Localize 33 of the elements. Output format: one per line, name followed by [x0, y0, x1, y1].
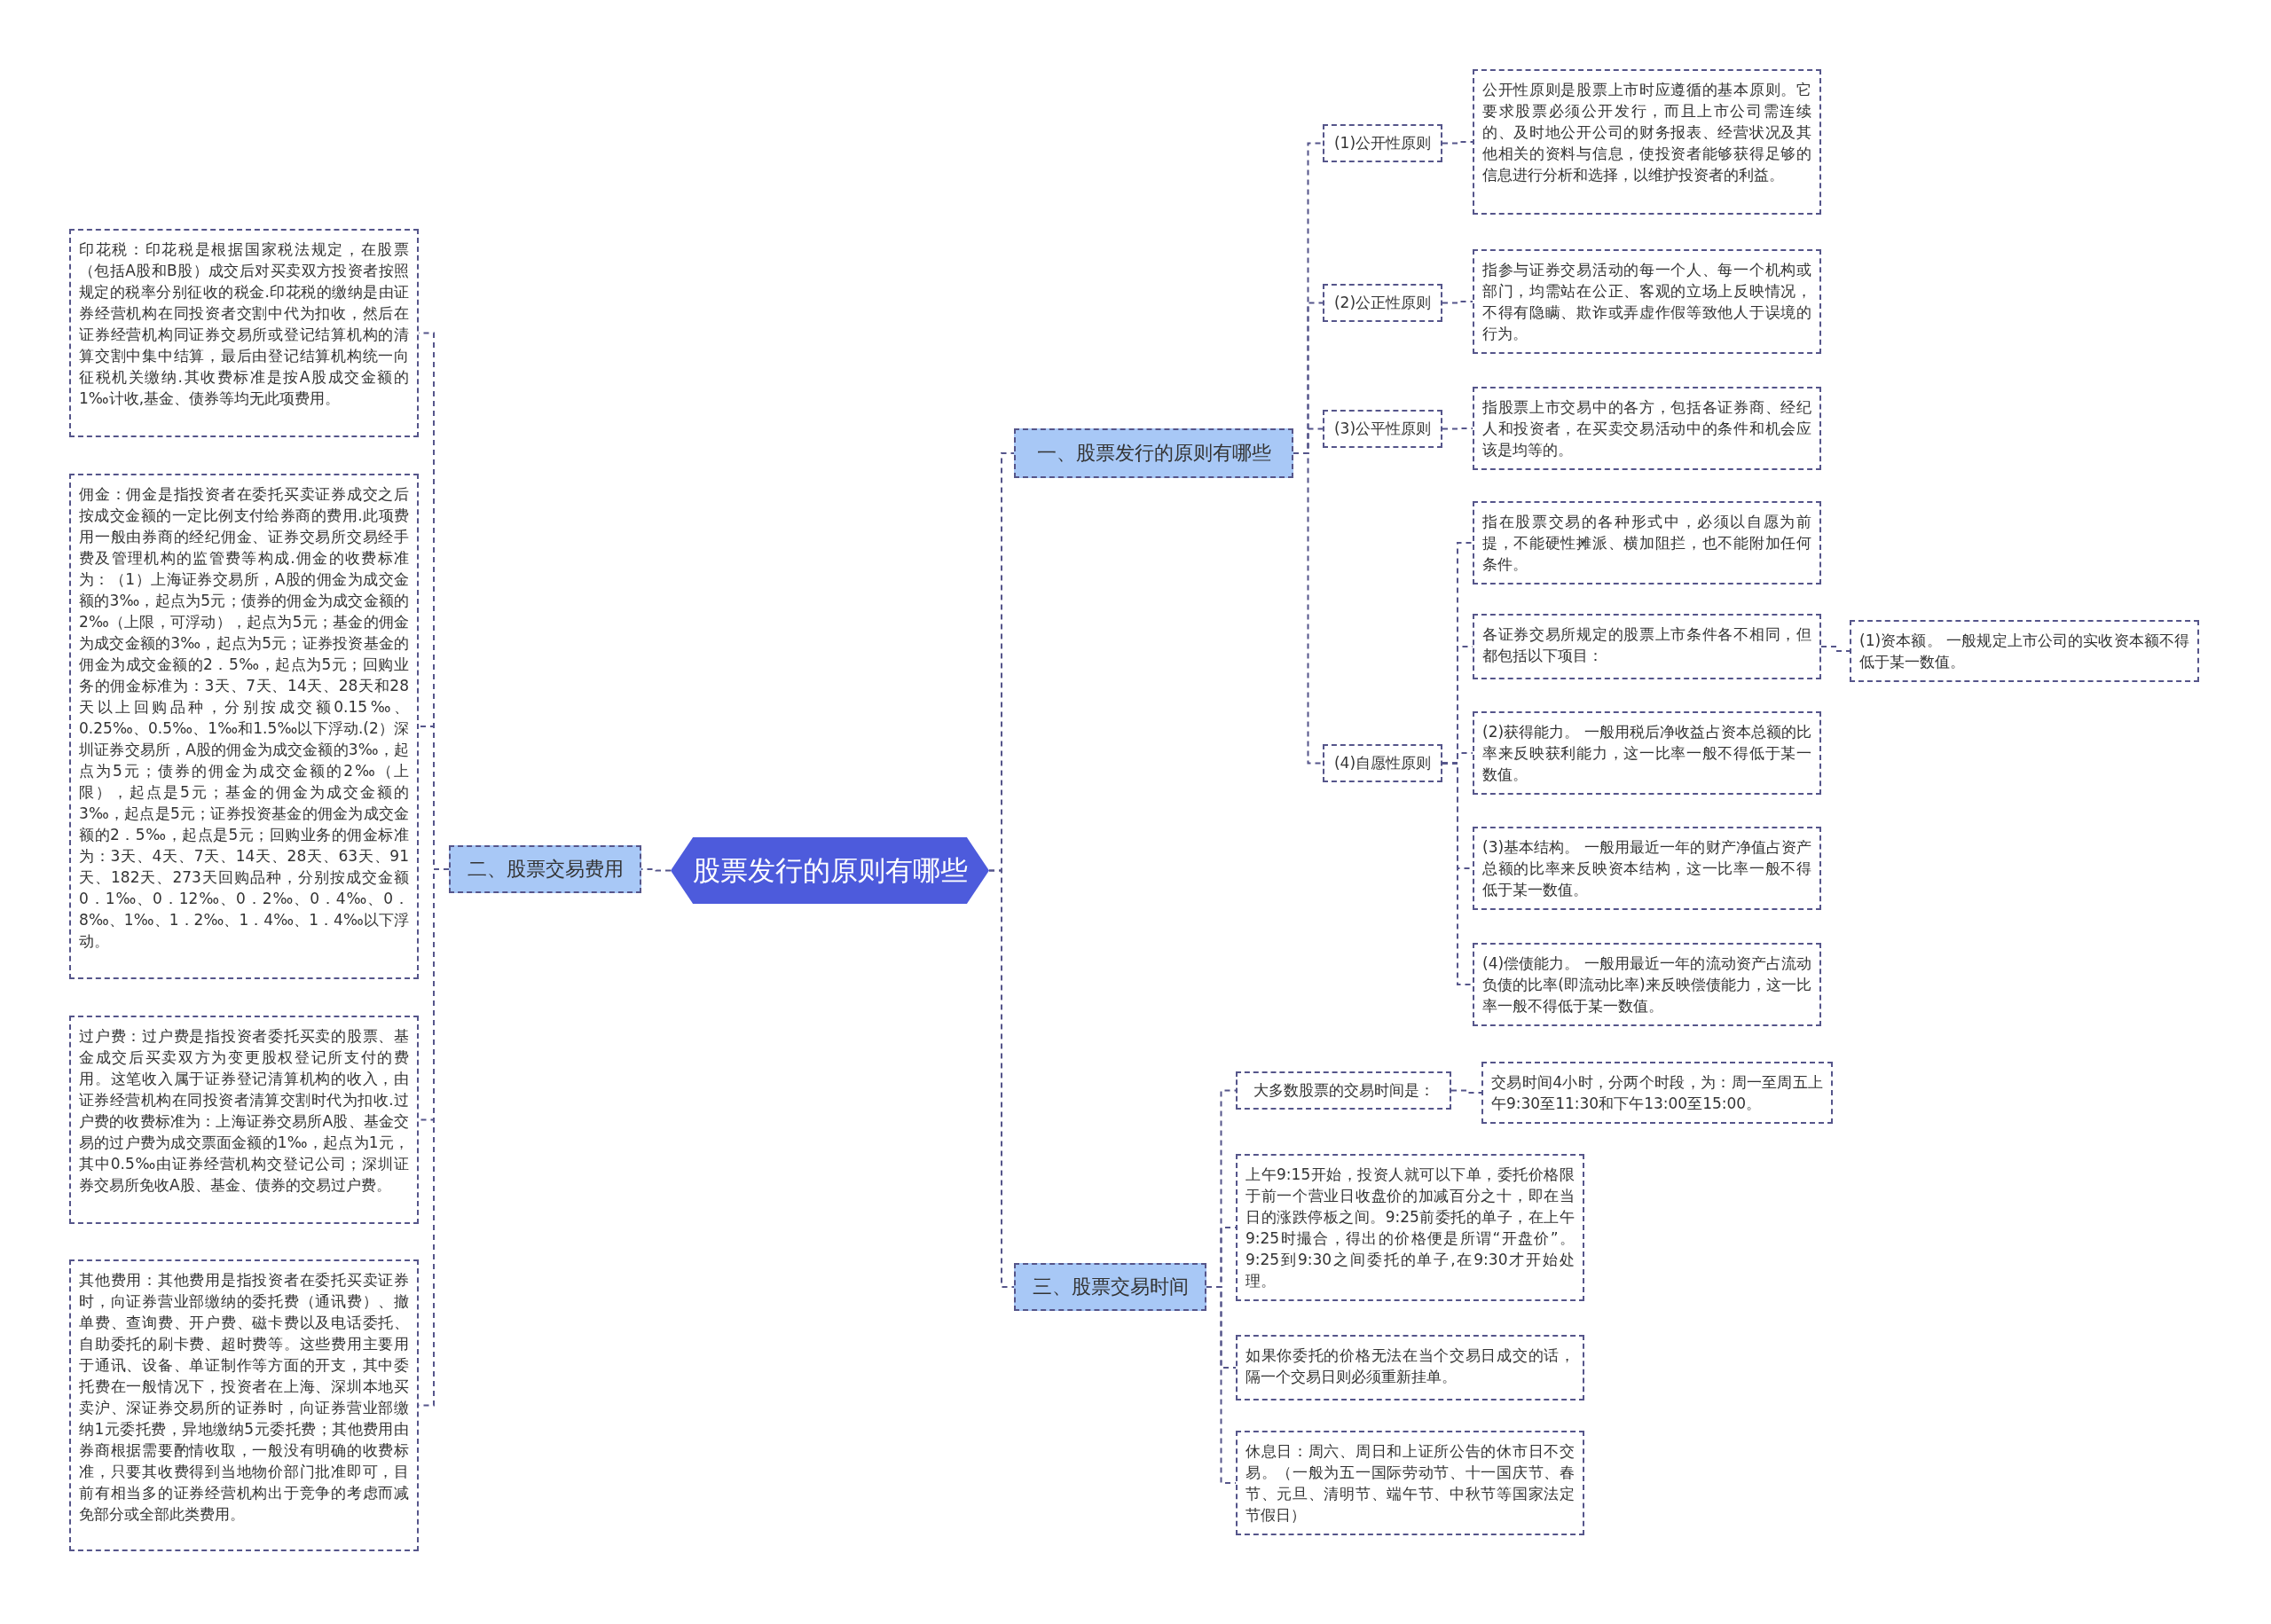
- subtopic-box: (4)自愿性原则: [1323, 744, 1442, 782]
- note-box: 佣金：佣金是指投资者在委托买卖证券成交之后按成交金额的一定比例支付给券商的费用.此项费用一般由券商的经纪佣金、证券交易所交易经手费及管理机构的监管费等构成.佣金的收费标准为：（1）上海证券交易所，A股的佣金为成交金额的3‰，起点为5元；债券的佣金为成交金额的2‰（上限，可浮动），起点为5元；基金的佣金为成交金额的3‰，起点为5元；证券投资基金的佣金为成交金额的2．5‰，起点为5元；回购业务的佣金标准为：3天、7天、14天、28天和28天以上回购品种，分别按成交额0.15‰、0.25‰、0.5‰、1‰和1.5‰以下浮动.(2）深圳证券交易所，A股的佣金为成交金额的3‰，起点为5元；债券的佣金为成交金额的2‰（上限），起点是5元；基金的佣金为成交金额的3‰，起点是5元；证券投资基金的佣金为成交金额的2．5‰，起点是5元；回购业务的佣金标准为：3天、4天、7天、14天、28天、63天、91天、182天、273天回购品种，分别按成交金额0．1‰、0．12‰、0．2‰、0．4‰、0．8‰、1‰、1．2‰、1．4‰、1．4‰以下浮动。: [69, 474, 419, 979]
- branch-topic: 二、股票交易费用: [449, 845, 641, 893]
- branch-topic: 一、股票发行的原则有哪些: [1014, 428, 1293, 478]
- note-box: 如果你委托的价格无法在当个交易日成交的话，隔一个交易日则必须重新挂单。: [1236, 1335, 1584, 1400]
- connector-line: [1442, 428, 1473, 430]
- connector-line: [1442, 141, 1473, 145]
- note-box: 公开性原则是股票上市时应遵循的基本原则。它要求股票必须公开发行，而且上市公司需连续的、及时地公开公司的财务报表、经营状况及其他相关的资料与信息，使投资者能够获得足够的信息进行分析和选择，以维护投资者的利益。: [1473, 69, 1821, 215]
- connector-line: [1442, 301, 1473, 304]
- connector-line: [988, 869, 1015, 1288]
- connector-line: [1450, 1089, 1482, 1094]
- subtopic-box: (1)公开性原则: [1323, 124, 1442, 162]
- note-box: 休息日：周六、周日和上证所公告的休市日不交易。（一般为五一国际劳动节、十一国庆节、春节、元旦、清明节、端午节、中秋节等国家法定节假日）: [1236, 1431, 1584, 1535]
- note-box: 上午9:15开始，投资人就可以下单，委托价格限于前一个营业日收盘价的加减百分之十，即在当日的涨跌停板之间。9:25前委托的单子，在上午9:25时撮合，得出的价格便是所谓“开盘价”。9:25到9:30之间委托的单子,在9:30才开始处理。: [1236, 1154, 1584, 1301]
- note-box: 各证券交易所规定的股票上市条件各不相同，但都包括以下项目：: [1473, 614, 1821, 679]
- branch-topic: 三、股票交易时间: [1014, 1263, 1206, 1311]
- connector-line: [1442, 762, 1473, 985]
- note-box: (1)资本额。 一般规定上市公司的实收资本额不得低于某一数值。: [1850, 620, 2199, 682]
- subtopic-box: (2)公正性原则: [1323, 284, 1442, 322]
- note-box: (4)偿债能力。 一般用最近一年的流动资产占流动负债的比率(即流动比率)来反映偿债能力，这一比率一般不得低于某一数值。: [1473, 943, 1821, 1026]
- note-box: (2)获得能力。 一般用税后净收益占资本总额的比率来反映获利能力，这一比率一般不得低于某一数值。: [1473, 711, 1821, 795]
- note-box: (3)基本结构。 一般用最近一年的财产净值占资产总额的比率来反映资本结构，这一比率一般不得低于某一数值。: [1473, 827, 1821, 910]
- note-box: 指在股票交易的各种形式中，必须以自愿为前提，不能硬性摊派、横加阻拦，也不能附加任何条件。: [1473, 501, 1821, 584]
- subtopic-box: (3)公平性原则: [1323, 410, 1442, 448]
- note-box: 印花税：印花税是根据国家税法规定，在股票（包括A股和B股）成交后对买卖双方投资者按照规定的税率分别征收的税金.印花税的缴纳是由证券经营机构在同投资者交割中代为扣收，然后在证券经营机构同证券交易所或登记结算机构的清算交割中集中结算，最后由登记结算机构统一向征税机关缴纳.其收费标准是按A股成交金额的1‰计收,基金、债券等均无此项费用。: [69, 229, 419, 437]
- note-box: 指参与证券交易活动的每一个人、每一个机构或部门，均需站在公正、客观的立场上反映情况，不得有隐瞒、欺诈或弄虚作假等致他人于误境的行为。: [1473, 249, 1821, 354]
- note-box: 过户费：过户费是指投资者委托买卖的股票、基金成交后买卖双方为变更股权登记所支付的费用。这笔收入属于证券登记清算机构的收入，由证券经营机构在同投资者清算交割时代为扣收.过户费的收费标准为：上海证券交易所A股、基金交易的过户费为成交票面金额的1‰，起点为1元，其中0.5‰由证券经营机构交登记公司；深圳证券交易所免收A股、基金、债券的交易过户费。: [69, 1016, 419, 1224]
- note-box: 其他费用：其他费用是指投资者在委托买卖证券时，向证券营业部缴纳的委托费（通讯费）、撤单费、查询费、开户费、磁卡费以及电话委托、自助委托的刷卡费、超时费等。这些费用主要用于通讯、设备、单证制作等方面的开支，其中委托费在一般情况下，投资者在上海、深圳本地买卖沪、深证券交易所的证券时，向证券营业部缴纳1元委托费，异地缴纳5元委托费；其他费用由券商根据需要酌情收取，一般没有明确的收费标准，只要其收费得到当地物价部门批准即可，目前有相当多的证券经营机构出于竞争的考虑而减免部分或全部此类费用。: [69, 1259, 419, 1551]
- central-topic: 股票发行的原则有哪些: [671, 837, 989, 904]
- note-box: 指股票上市交易中的各方，包括各证券商、经纪人和投资者，在买卖交易活动中的条件和机会应该是均等的。: [1473, 387, 1821, 470]
- connector-line: [1820, 646, 1851, 652]
- subtopic-box: 大多数股票的交易时间是：: [1236, 1071, 1451, 1110]
- note-box: 交易时间4小时，分两个时段，为：周一至周五上午9:30至11:30和下午13:00至15:00。: [1481, 1062, 1833, 1124]
